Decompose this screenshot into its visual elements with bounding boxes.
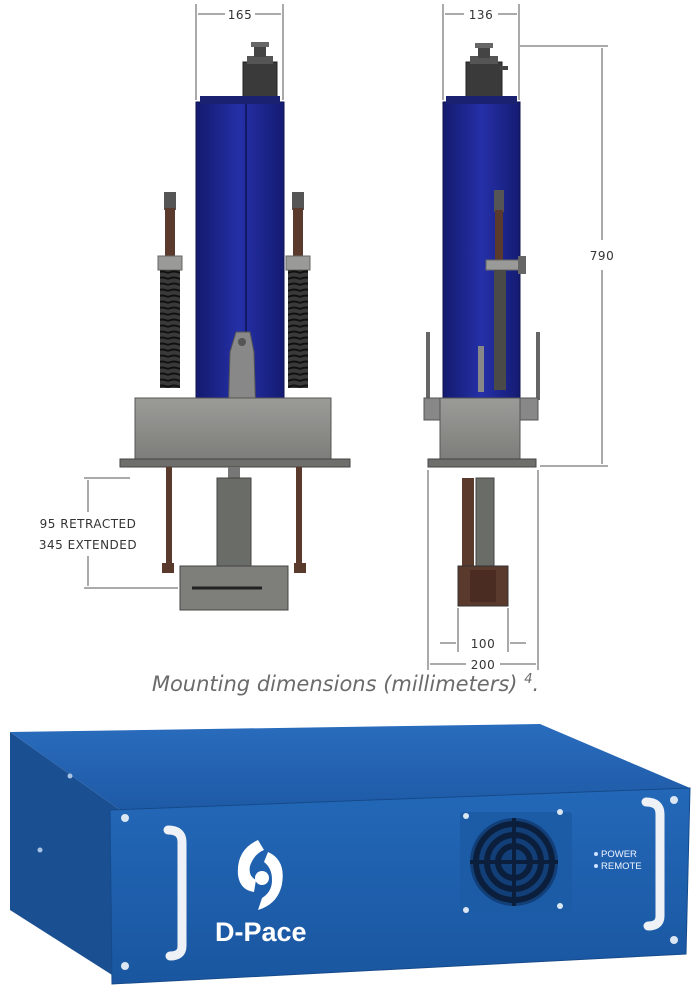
side-width-label: 136 xyxy=(469,8,493,22)
caption-period: . xyxy=(532,672,540,696)
side-height-label: 790 xyxy=(590,249,614,263)
power-indicator-label: POWER xyxy=(601,849,637,860)
stroke-label-retracted: 95 RETRACTED xyxy=(40,517,137,531)
side-bottom-label-200: 200 xyxy=(471,658,495,670)
fan-grille xyxy=(460,809,572,913)
remote-led-icon xyxy=(594,864,598,868)
left-handle xyxy=(121,814,187,970)
controller-chassis-photo: POWER REMOTE D-Pace xyxy=(10,724,691,985)
indicator-labels: POWER REMOTE xyxy=(594,849,642,872)
caption-reference: 4 xyxy=(524,672,533,687)
caption-text: Mounting dimensions (millimeters) xyxy=(151,672,518,696)
mounting-dimensions-drawing: 165 xyxy=(39,4,614,670)
figure-caption: Mounting dimensions (millimeters) 4. xyxy=(0,672,691,696)
d-pace-logo-icon xyxy=(237,840,264,892)
front-width-label: 165 xyxy=(228,8,252,22)
remote-indicator-label: REMOTE xyxy=(601,861,642,872)
side-bottom-label-100: 100 xyxy=(471,637,495,651)
stroke-label-extended: 345 EXTENDED xyxy=(39,538,137,552)
side-view: 136 790 xyxy=(423,4,614,670)
front-view: 165 xyxy=(39,4,351,611)
d-pace-logo: D-Pace xyxy=(215,840,307,947)
right-handle xyxy=(641,796,678,944)
power-led-icon xyxy=(594,852,598,856)
logo-wordmark: D-Pace xyxy=(215,917,307,947)
